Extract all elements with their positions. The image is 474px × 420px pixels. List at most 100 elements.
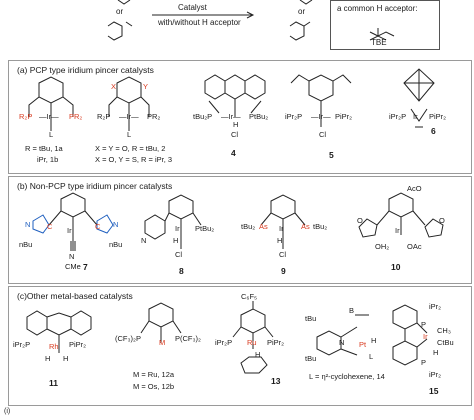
svg-text:PiPr₂: PiPr₂	[267, 338, 284, 347]
svg-text:PR₂: PR₂	[147, 112, 160, 121]
compound-3-label: X = O, Y = S, R = iPr, 3	[95, 155, 173, 164]
svg-text:N: N	[141, 236, 146, 245]
footer-mark: (i)	[4, 408, 11, 415]
compound-7-label: 7	[83, 262, 88, 272]
compound-10-label: 10	[391, 262, 401, 272]
svg-text:Y: Y	[143, 82, 148, 91]
svg-text:P: P	[421, 320, 426, 329]
svg-text:tBu: tBu	[305, 354, 316, 363]
svg-text:iPr₂P: iPr₂P	[389, 112, 406, 121]
svg-text:—Ir—: —Ir—	[39, 112, 59, 121]
svg-text:O: O	[439, 216, 445, 225]
reaction-svg	[107, 0, 395, 41]
svg-text:Ru: Ru	[247, 338, 257, 347]
arrow-label-bottom: with/without H acceptor	[158, 18, 241, 27]
svg-text:R₂P: R₂P	[97, 112, 110, 121]
svg-text:—Ir—: —Ir—	[119, 112, 139, 121]
svg-text:iPr₂P: iPr₂P	[13, 340, 30, 349]
svg-text:N: N	[25, 220, 30, 229]
compound-1-label-a: R = tBu, 1a	[25, 144, 63, 153]
compound-5-label: 5	[329, 150, 334, 160]
svg-text:Pt: Pt	[359, 340, 367, 349]
svg-text:OH₂: OH₂	[375, 242, 389, 251]
svg-text:O: O	[357, 216, 363, 225]
svg-text:C₆F₅: C₆F₅	[241, 292, 257, 301]
svg-text:nBu: nBu	[19, 240, 32, 249]
section-b-title: (b) Non-PCP type iridium pincer catalyst…	[17, 181, 173, 191]
svg-text:Ir: Ir	[67, 226, 72, 235]
svg-text:N: N	[69, 252, 74, 261]
svg-text:C: C	[47, 222, 53, 231]
compound-12a-label: M = Ru, 12a	[133, 370, 175, 379]
svg-text:R₂P: R₂P	[19, 112, 32, 121]
compound-6-label: 6	[431, 126, 436, 136]
svg-text:—Ir—: —Ir—	[311, 112, 331, 121]
svg-text:Cl: Cl	[175, 250, 182, 259]
svg-text:H: H	[45, 354, 50, 363]
svg-text:L: L	[127, 130, 131, 139]
svg-text:H: H	[277, 236, 282, 245]
section-c-title: (c)Other metal-based catalysts	[17, 291, 133, 301]
section-a-title: (a) PCP type iridium pincer catalysts	[17, 65, 154, 75]
svg-text:tBu₂: tBu₂	[313, 222, 327, 231]
compound-1-label-b: iPr, 1b	[37, 155, 59, 164]
svg-text:tBu₂: tBu₂	[241, 222, 255, 231]
svg-text:nBu: nBu	[109, 240, 122, 249]
svg-text:iPr₂: iPr₂	[429, 370, 441, 379]
svg-text:X: X	[111, 82, 116, 91]
svg-text:H: H	[173, 236, 178, 245]
section-b: (b) Non-PCP type iridium pincer catalyst…	[8, 176, 472, 284]
svg-text:tBu: tBu	[305, 314, 316, 323]
svg-text:iPr₂P: iPr₂P	[285, 112, 302, 121]
svg-text:iPr₂P: iPr₂P	[215, 338, 232, 347]
svg-text:H: H	[371, 336, 376, 345]
or-text-product: or	[298, 7, 306, 16]
svg-text:OAc: OAc	[407, 242, 422, 251]
svg-text:PiPr₂: PiPr₂	[429, 112, 446, 121]
svg-text:Ir: Ir	[395, 226, 400, 235]
svg-text:PR₂: PR₂	[69, 112, 82, 121]
compound-12b-label: M = Os, 12b	[133, 382, 175, 391]
svg-text:CH₃: CH₃	[437, 326, 451, 335]
svg-text:PiPr₂: PiPr₂	[335, 112, 352, 121]
svg-text:AcO: AcO	[407, 184, 422, 193]
svg-text:Ir: Ir	[175, 224, 180, 233]
svg-text:H: H	[63, 354, 68, 363]
acceptor-name: TBE	[371, 38, 387, 47]
svg-text:iPr₂: iPr₂	[429, 302, 441, 311]
svg-text:N: N	[113, 220, 118, 229]
svg-text:H: H	[433, 348, 438, 357]
compound-8-label: 8	[179, 266, 184, 276]
svg-text:L: L	[49, 130, 53, 139]
compound-15-label: 15	[429, 386, 439, 396]
svg-text:(CF₃)₂P: (CF₃)₂P	[115, 334, 141, 343]
svg-text:P: P	[421, 358, 426, 367]
section-a: (a) PCP type iridium pincer catalysts R₂…	[8, 60, 472, 174]
svg-text:Rh: Rh	[49, 342, 59, 351]
svg-text:Ir: Ir	[423, 332, 428, 341]
svg-text:H: H	[233, 120, 238, 129]
reaction-scheme: or or Catalyst with/without H acceptor a…	[0, 0, 474, 56]
compound-2-label-a: X = Y = O, R = tBu, 2	[95, 144, 166, 153]
acceptor-title: a common H acceptor:	[337, 4, 418, 13]
svg-text:C: C	[95, 222, 101, 231]
compound-11-label: 11	[49, 378, 58, 388]
svg-text:Cl: Cl	[231, 130, 238, 139]
svg-text:P(CF₃)₂: P(CF₃)₂	[175, 334, 201, 343]
compound-14-label: L = η²-cyclohexene, 14	[309, 372, 385, 381]
svg-text:CtBu: CtBu	[437, 338, 454, 347]
svg-text:As: As	[301, 222, 310, 231]
svg-text:PiPr₂: PiPr₂	[69, 340, 86, 349]
or-text-top: or	[116, 7, 124, 16]
section-a-structures: R₂P —Ir— PR₂ L X Y R₂P —Ir— PR₂ L tBu₂P —Ir— Pt…	[19, 68, 446, 139]
arrow-label-top: Catalyst	[178, 3, 207, 12]
svg-text:tBu₂P: tBu₂P	[193, 112, 212, 121]
svg-text:Ir: Ir	[413, 112, 418, 121]
svg-text:L: L	[369, 352, 373, 361]
svg-text:Ir: Ir	[279, 224, 284, 233]
compound-4-label: 4	[231, 148, 236, 158]
svg-text:PtBu₂: PtBu₂	[249, 112, 268, 121]
